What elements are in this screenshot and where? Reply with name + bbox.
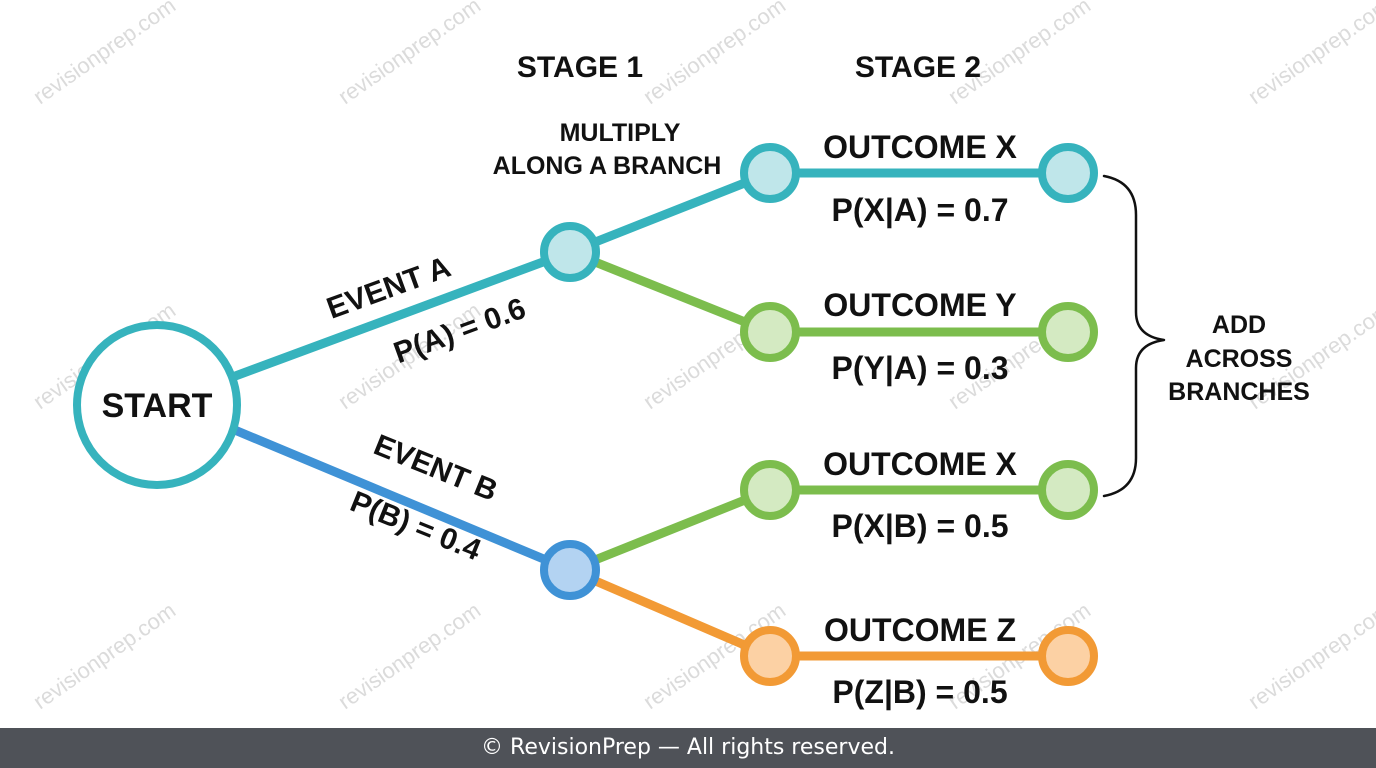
event-a-probability: P(A) = 0.6 [389,292,530,370]
watermark: revisionprep.com [29,0,181,109]
outcome-x-a-probability: P(X|A) = 0.7 [831,192,1008,228]
add-across-brace [1102,174,1166,498]
branch-b-to-x [565,485,775,575]
outcome-z-b-node-left [740,626,800,686]
watermark: revisionprep.com [1244,0,1376,109]
outcome-y-a-node-left [740,302,800,362]
outcome-x-a-label: OUTCOME X [823,129,1017,165]
watermark: revisionprep.com [639,0,791,109]
event-a-node [540,222,600,282]
outcome-z-b-label: OUTCOME Z [824,612,1016,648]
branch-start-to-b [225,423,575,575]
branch-a-to-y [565,247,775,337]
watermark: revisionprep.com [334,0,486,109]
probability-tree-diagram: revisionprep.com revisionprep.com revisi… [29,0,1376,714]
outcome-x-a-node-right [1038,143,1098,203]
multiply-note-line-1: MULTIPLY [560,119,681,147]
outcome-x-b-node-left [740,460,800,520]
start-node [73,321,241,489]
stage-2-header: STAGE 2 [855,51,981,84]
watermark: revisionprep.com [29,598,181,715]
branch-a-to-x [565,168,775,257]
outcome-y-a-probability: P(Y|A) = 0.3 [831,350,1008,386]
branch-b-to-z [565,565,775,661]
start-label: START [102,387,213,425]
event-b-node [540,540,600,600]
add-note-line-3: BRANCHES [1168,378,1310,406]
outcome-y-a-label: OUTCOME Y [823,287,1016,323]
add-note-line-2: ACROSS [1186,345,1293,373]
event-a-label: EVENT A [323,251,455,326]
outcome-x-b-node-right [1038,460,1098,520]
outcome-x-b-label: OUTCOME X [823,446,1017,482]
outcome-z-b-node-right [1038,626,1098,686]
outcome-y-a-node-right [1038,302,1098,362]
outcome-x-b-probability: P(X|B) = 0.5 [831,508,1008,544]
multiply-note-line-2: ALONG A BRANCH [493,152,722,180]
stage-1-header: STAGE 1 [517,51,643,84]
branch-start-to-a [225,247,575,383]
watermark-layer: revisionprep.com revisionprep.com revisi… [29,0,1376,714]
outcome-x-a-node-left [740,143,800,203]
copyright-footer: © RevisionPrep — All rights reserved. [0,728,1376,768]
outcome-z-b-probability: P(Z|B) = 0.5 [832,674,1007,710]
watermark: revisionprep.com [334,598,486,715]
watermark: revisionprep.com [1244,598,1376,715]
add-note-line-1: ADD [1212,311,1266,339]
